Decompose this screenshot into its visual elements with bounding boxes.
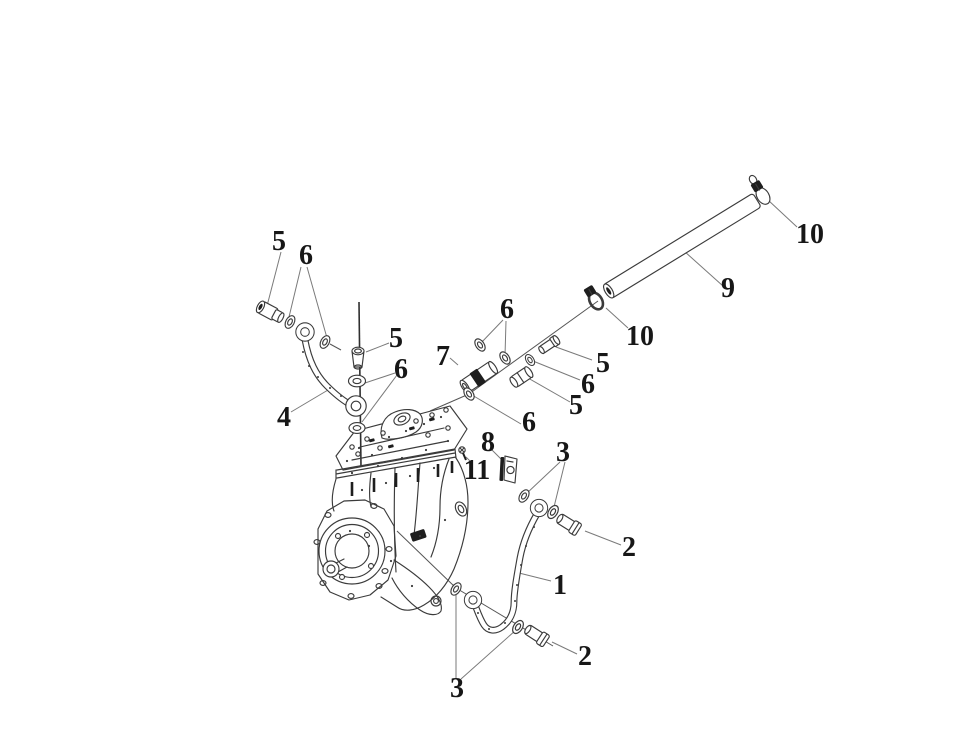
washer-6-mid-a [347, 374, 367, 388]
callout-5-mid: 5 [389, 323, 403, 354]
compressor-body [313, 405, 469, 616]
screw-11 [458, 446, 467, 461]
callout-4: 4 [277, 402, 291, 433]
washer-6-right [522, 352, 538, 368]
banjo-fitting-pipe1-bottom [463, 590, 483, 610]
washer-6-mid-b [348, 422, 366, 434]
washer-6-t-left [472, 336, 488, 354]
washer-3-upper-a [516, 487, 532, 505]
callout-8: 8 [481, 427, 495, 458]
washer-6-t-right [497, 349, 513, 367]
bracket-8 [499, 455, 518, 484]
plug-fitting-5-right [509, 366, 534, 388]
callout-3-lower: 3 [450, 673, 464, 704]
elbow-fitting-5-upper-left [255, 300, 285, 323]
plug-bolt-5-mid [351, 346, 365, 370]
callout-6-upper-left: 6 [299, 240, 313, 271]
hose-tube-9 [602, 193, 761, 299]
washer-6-upper-left-a [282, 313, 298, 331]
banjo-fitting-pipe4-top [295, 322, 315, 342]
pipe-1-lower [471, 510, 541, 634]
callout-10-upper: 10 [796, 219, 824, 250]
callout-9: 9 [721, 273, 735, 304]
callout-5-upper-left: 5 [272, 226, 286, 257]
washer-6-upper-left-b [317, 333, 333, 351]
callout-10-lower: 10 [626, 321, 654, 352]
callout-labels: 5 6 5 6 4 7 6 5 6 5 6 10 9 10 8 11 3 2 1… [272, 219, 824, 704]
banjo-bolt-2-lower [521, 622, 551, 648]
banjo-bolt-2-upper [553, 511, 583, 537]
callout-1: 1 [553, 570, 567, 601]
banjo-fitting-pipe4-bottom [345, 395, 367, 417]
callout-2-lower: 2 [578, 641, 592, 672]
pipe-4-upper [301, 336, 357, 410]
hose-clamp-10-lower [581, 282, 608, 314]
callout-5-right-b: 5 [569, 390, 583, 421]
callout-6-mid: 6 [394, 354, 408, 385]
callout-6-below-t: 6 [522, 407, 536, 438]
callout-6-right: 6 [581, 369, 595, 400]
nipple-fitting-5-right [538, 335, 561, 355]
hose-clamp-10-upper [748, 174, 771, 205]
callout-5-right-a: 5 [596, 348, 610, 379]
leader-lines [266, 199, 798, 680]
callout-2-upper: 2 [622, 532, 636, 563]
callout-11: 11 [464, 455, 490, 486]
callout-6-t-fitting: 6 [500, 294, 514, 325]
callout-7: 7 [436, 341, 450, 372]
callout-3-upper: 3 [556, 437, 570, 468]
banjo-fitting-pipe1-top [529, 498, 549, 518]
